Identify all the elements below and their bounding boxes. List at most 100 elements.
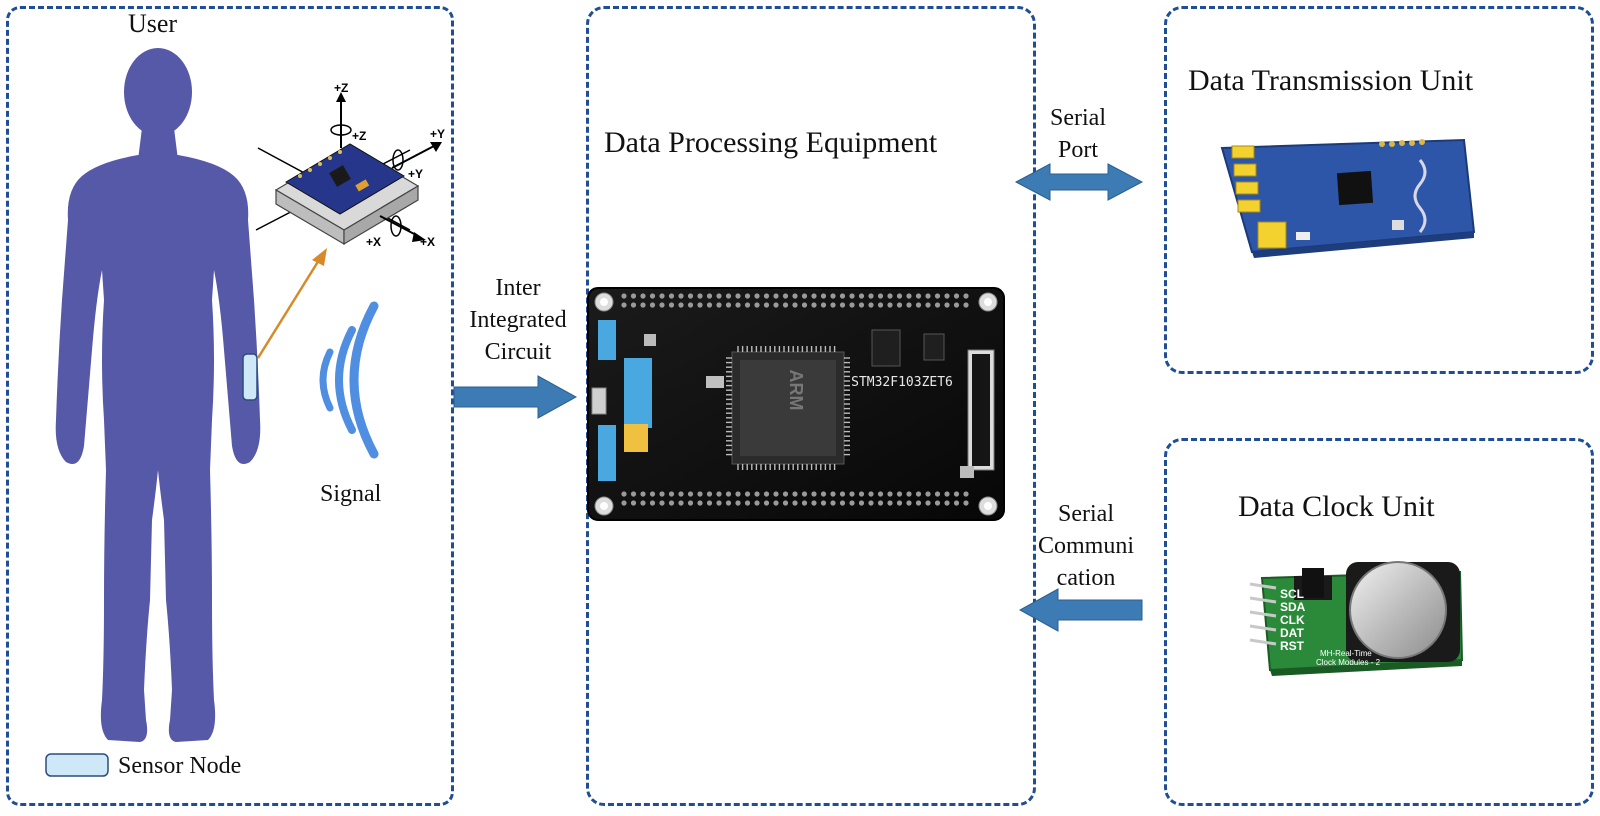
header-pin xyxy=(811,500,817,506)
header-pin xyxy=(944,302,950,308)
header-pin xyxy=(697,293,703,299)
header-pin xyxy=(944,500,950,506)
header-pin xyxy=(649,293,656,299)
stm32-board-icon: ARM STM32F103ZET6 xyxy=(587,287,1005,521)
header-pin xyxy=(754,293,760,299)
header-pin xyxy=(887,302,893,308)
clock-module-icon: SCL SDA CLK DAT RST MH-Real-Time Clock M… xyxy=(1249,561,1464,676)
signal-icon xyxy=(319,301,379,459)
header-pin xyxy=(820,293,827,299)
header-pin xyxy=(915,293,922,299)
header-pin xyxy=(820,500,827,506)
header-pin xyxy=(763,491,770,497)
header-pin xyxy=(830,491,836,497)
header-pin xyxy=(640,500,646,506)
header-pin xyxy=(744,302,751,308)
signal-label: Signal xyxy=(320,481,382,507)
header-pin xyxy=(858,491,865,497)
header-pin xyxy=(687,491,694,497)
header-pin xyxy=(706,302,713,308)
serial-communication-label-line: cation xyxy=(1056,565,1116,591)
header-pin xyxy=(640,293,646,299)
user-panel xyxy=(6,6,454,806)
header-pin xyxy=(659,500,665,506)
header-pin xyxy=(953,500,960,506)
header-pin xyxy=(687,302,694,308)
user-silhouette-icon xyxy=(55,48,261,742)
header-pin xyxy=(678,491,684,497)
header-pin xyxy=(811,293,817,299)
header-pin xyxy=(915,500,922,506)
header-pin xyxy=(678,293,684,299)
header-pin xyxy=(735,293,741,299)
axis-label: +Y xyxy=(430,127,445,141)
header-pin xyxy=(649,302,656,308)
header-pin xyxy=(849,491,855,497)
sensor-node-legend-swatch xyxy=(45,753,109,777)
header-pin xyxy=(716,500,722,506)
header-pin xyxy=(630,500,637,506)
header-pin xyxy=(963,302,969,308)
header-pin xyxy=(735,491,741,497)
header-pin xyxy=(887,491,893,497)
header-pin xyxy=(877,491,884,497)
header-pin xyxy=(630,293,637,299)
header-pin xyxy=(801,302,808,308)
header-pin xyxy=(915,302,922,308)
header-pin xyxy=(763,500,770,506)
header-pin xyxy=(621,500,627,506)
header-pin xyxy=(868,293,874,299)
header-pin xyxy=(716,302,722,308)
header-pin xyxy=(868,500,874,506)
header-pin xyxy=(621,293,627,299)
header-pin xyxy=(668,293,675,299)
header-pin xyxy=(849,302,855,308)
header-pin xyxy=(830,293,836,299)
header-pin xyxy=(849,293,855,299)
header-pin xyxy=(773,302,779,308)
header-pin xyxy=(887,293,893,299)
clock-module-text-1: MH-Real-Time xyxy=(1320,649,1372,658)
header-pin xyxy=(934,500,941,506)
serial-communication-label-line: Communi xyxy=(1037,533,1134,559)
header-pin xyxy=(630,302,637,308)
header-pin xyxy=(963,491,969,497)
header-pin xyxy=(953,293,960,299)
sensor-node-legend-label: Sensor Node xyxy=(118,753,242,779)
serial-port-label-line: Serial xyxy=(1050,105,1106,131)
clock-pin-label: DAT xyxy=(1280,626,1304,640)
header-pin xyxy=(640,302,646,308)
chip-brand-text: ARM xyxy=(786,370,806,411)
clock-pin-label: RST xyxy=(1280,639,1305,653)
header-pin xyxy=(782,302,789,308)
clock-pin-label: SCL xyxy=(1280,587,1304,601)
header-pin xyxy=(906,500,912,506)
header-pin xyxy=(925,302,931,308)
header-pin xyxy=(697,302,703,308)
header-pin xyxy=(896,500,903,506)
header-pin xyxy=(744,491,751,497)
header-pin xyxy=(792,491,798,497)
header-pin xyxy=(668,500,675,506)
header-pin xyxy=(649,500,656,506)
header-pin xyxy=(668,491,675,497)
i2c-arrow xyxy=(453,375,578,419)
chip-model-label: STM32F103ZET6 xyxy=(851,375,953,390)
header-pin xyxy=(763,302,770,308)
header-pin xyxy=(668,302,675,308)
i2c-label-line: Integrated xyxy=(469,307,567,333)
header-pin xyxy=(725,293,732,299)
header-pin xyxy=(925,500,931,506)
clock-title: Data Clock Unit xyxy=(1238,490,1435,523)
header-pin xyxy=(877,500,884,506)
header-pin xyxy=(706,491,713,497)
axis-label: +Y xyxy=(408,167,423,181)
header-pin xyxy=(963,293,969,299)
axis-label: +Z xyxy=(352,129,366,143)
header-pin xyxy=(963,500,969,506)
serial-communication-arrow xyxy=(1018,588,1143,632)
axis-label: +Z xyxy=(334,81,348,95)
header-pin xyxy=(934,302,941,308)
header-pin xyxy=(716,293,722,299)
